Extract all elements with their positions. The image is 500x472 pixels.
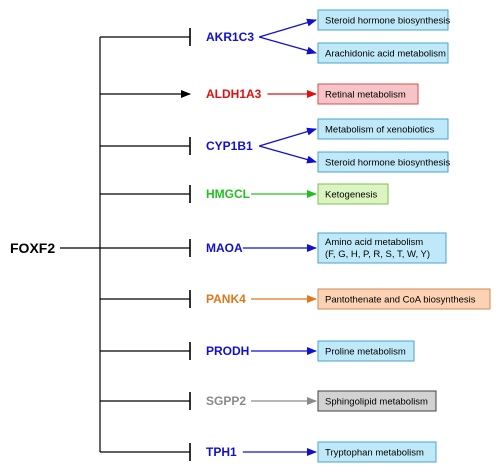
pathway-box-hmgcl-0 [317,183,389,205]
pathway-arrow-akr1c3-1 [259,36,317,55]
gene-label-maoa: MAOA [206,241,243,255]
pathway-label-hmgcl-0: Ketogenesis [325,190,378,201]
gene-label-aldh1a3: ALDH1A3 [206,87,262,101]
pathway-box-aldh1a3-0 [317,83,419,105]
pathway-arrow-cyp1b1-1 [259,145,317,164]
pathway-box-akr1c3-0 [317,9,449,31]
gene-label-hmgcl: HMGCL [206,187,250,201]
pathway-label-cyp1b1-0: Metabolism of xenobiotics [325,125,435,136]
root-gene-label: FOXF2 [10,240,55,256]
pathway-label-prodh-0: Proline metabolism [325,347,406,358]
pathway-label-sgpp2-0: Sphingolipid metabolism [325,397,428,408]
pathway-label-aldh1a3-0: Retinal metabolism [325,90,406,101]
pathway-arrow-cyp1b1-0 [259,127,317,147]
pathway-box-cyp1b1-1 [317,151,449,173]
pathway-label-maoa-0-line0: Amino acid metabolism [325,237,423,248]
pathway-label-maoa-0-line1: (F, G, H, P, R, S, T, W, Y) [325,249,430,260]
pathway-box-prodh-0 [317,340,415,362]
pathway-box-sgpp2-0 [317,390,437,412]
pathway-arrow-akr1c3-0 [259,18,317,38]
pathway-label-cyp1b1-1: Steroid hormone biosynthesis [325,158,450,169]
pathway-label-akr1c3-0: Steroid hormone biosynthesis [325,16,450,27]
gene-label-prodh: PRODH [206,344,249,358]
pathway-box-tph1-0 [317,441,437,463]
pathway-label-pank4-0: Pantothenate and CoA biosynthesis [325,295,476,306]
gene-label-pank4: PANK4 [206,292,246,306]
gene-label-cyp1b1: CYP1B1 [206,139,253,153]
gene-label-sgpp2: SGPP2 [206,394,246,408]
pathway-box-akr1c3-1 [317,42,449,64]
pathway-box-cyp1b1-0 [317,118,449,140]
gene-label-akr1c3: AKR1C3 [206,30,254,44]
pathway-label-akr1c3-1: Arachidonic acid metabolism [325,49,446,60]
gene-label-tph1: TPH1 [206,445,237,459]
pathway-label-tph1-0: Tryptophan metabolism [325,448,424,459]
pathway-box-pank4-0 [317,288,491,310]
pathway-box-maoa-0 [317,232,447,264]
